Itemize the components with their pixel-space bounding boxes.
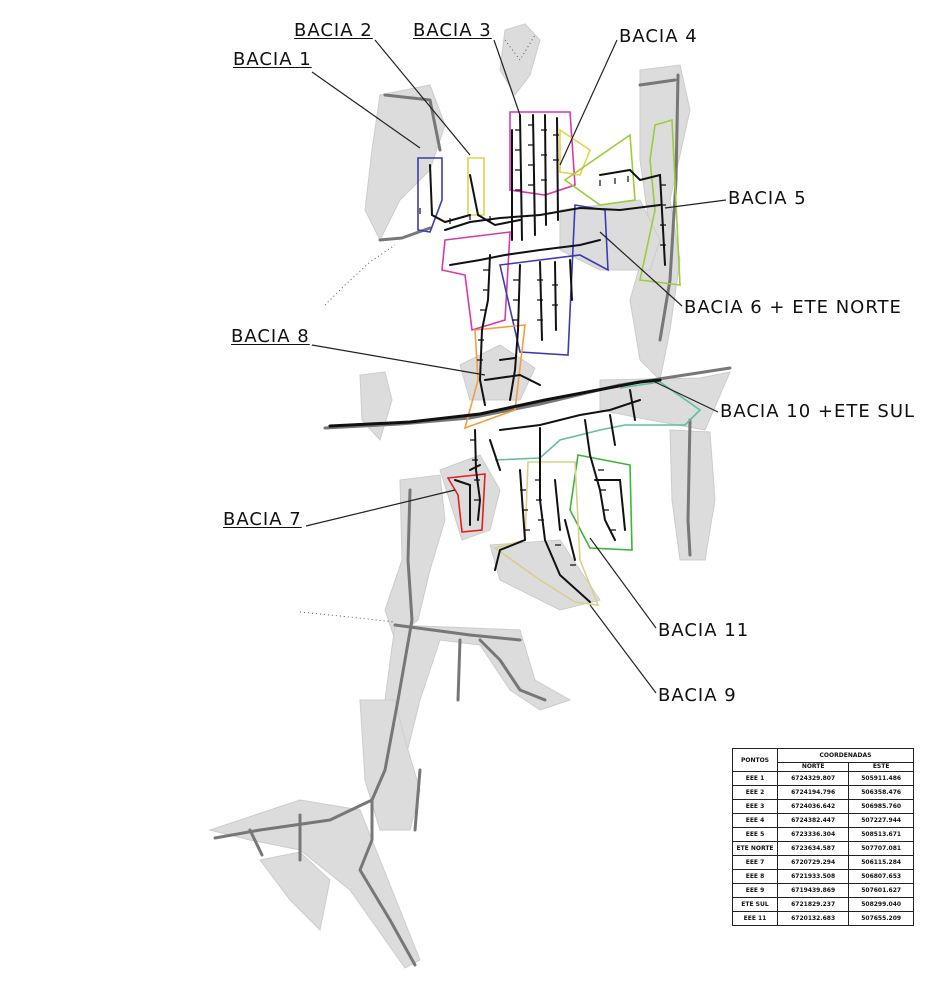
cell-este: 506807.653 (848, 869, 914, 884)
header-coordenadas: COORDENADAS (777, 748, 914, 763)
label-bacia-11: BACIA 11 (658, 620, 750, 641)
basin-4b-outline (563, 133, 636, 206)
cell-ponto: EEE 2 (732, 785, 778, 800)
cell-norte: 6720132.683 (776, 911, 850, 926)
cell-norte: 6719439.869 (776, 883, 850, 898)
cell-norte: 6721829.237 (776, 897, 850, 912)
cell-norte: 6724194.796 (776, 785, 850, 800)
cell-ponto: ETE SUL (732, 897, 778, 912)
cell-norte: 6723634.587 (776, 841, 850, 856)
dotted-tracks (299, 34, 536, 623)
leader-bacia-7 (305, 489, 456, 527)
basin-3-outline (509, 111, 576, 196)
label-bacia-1: BACIA 1 (233, 49, 312, 70)
label-bacia-2: BACIA 2 (294, 20, 373, 41)
cell-norte: 6724382.447 (776, 813, 850, 828)
cell-este: 507601.627 (848, 883, 914, 898)
basin-3b-outline (441, 231, 511, 332)
cell-norte: 6724036.642 (776, 799, 850, 814)
cell-norte: 6723336.304 (776, 827, 850, 842)
label-bacia-5: BACIA 5 (728, 188, 807, 209)
cell-ponto: ETE NORTE (732, 841, 778, 856)
leader-bacia-2 (374, 39, 471, 156)
basin-4-outline (559, 128, 591, 176)
basin-8-outline (463, 324, 526, 430)
label-bacia-10: BACIA 10 +ETE SUL (720, 401, 916, 422)
label-bacia-4: BACIA 4 (619, 26, 698, 47)
basin-9-outline (493, 461, 600, 606)
leader-bacia-10 (654, 381, 719, 413)
basin-11-outline (569, 454, 633, 551)
cell-norte: 6724329.807 (776, 771, 850, 786)
cell-este: 507707.081 (848, 841, 914, 856)
leader-bacia-4 (559, 39, 618, 166)
cell-ponto: EEE 9 (732, 883, 778, 898)
cell-ponto: EEE 11 (732, 911, 778, 926)
cell-este: 507655.209 (848, 911, 914, 926)
cell-ponto: EEE 3 (732, 799, 778, 814)
basin-7-outline (446, 473, 486, 533)
cell-este: 508299.040 (848, 897, 914, 912)
cell-norte: 6720729.294 (776, 855, 850, 870)
cell-ponto: EEE 4 (732, 813, 778, 828)
cell-este: 505911.486 (848, 771, 914, 786)
leader-bacia-3 (493, 39, 521, 116)
leader-bacia-8 (311, 344, 486, 376)
label-bacia-3: BACIA 3 (413, 20, 492, 41)
leader-bacia-9 (589, 604, 657, 694)
sewer-network (328, 114, 666, 603)
header-pontos: PONTOS (732, 748, 778, 772)
basin-5-outline (639, 118, 681, 286)
network-ticks (419, 124, 666, 566)
cell-ponto: EEE 8 (732, 869, 778, 884)
cell-ponto: EEE 1 (732, 771, 778, 786)
leader-bacia-6 (599, 231, 683, 307)
cell-ponto: EEE 7 (732, 855, 778, 870)
label-bacia-8: BACIA 8 (231, 326, 310, 347)
cell-ponto: EEE 5 (732, 827, 778, 842)
leader-bacia-1 (311, 71, 421, 149)
header-este: ESTE (848, 762, 914, 772)
basin-2-outline (467, 157, 485, 216)
cell-este: 508513.671 (848, 827, 914, 842)
cell-norte: 6721933.508 (776, 869, 850, 884)
roads (213, 73, 732, 967)
leader-bacia-5 (664, 199, 727, 209)
basin-1-outline (417, 157, 443, 233)
cell-este: 507227.944 (848, 813, 914, 828)
cell-este: 506985.760 (848, 799, 914, 814)
label-bacia-9: BACIA 9 (658, 685, 737, 706)
header-norte: NORTE (776, 762, 850, 772)
cell-este: 506115.284 (848, 855, 914, 870)
cell-este: 506358.476 (848, 785, 914, 800)
label-bacia-7: BACIA 7 (223, 509, 302, 530)
leader-lines (305, 39, 727, 694)
leader-bacia-11 (589, 537, 657, 629)
label-bacia-6: BACIA 6 + ETE NORTE (684, 297, 902, 318)
